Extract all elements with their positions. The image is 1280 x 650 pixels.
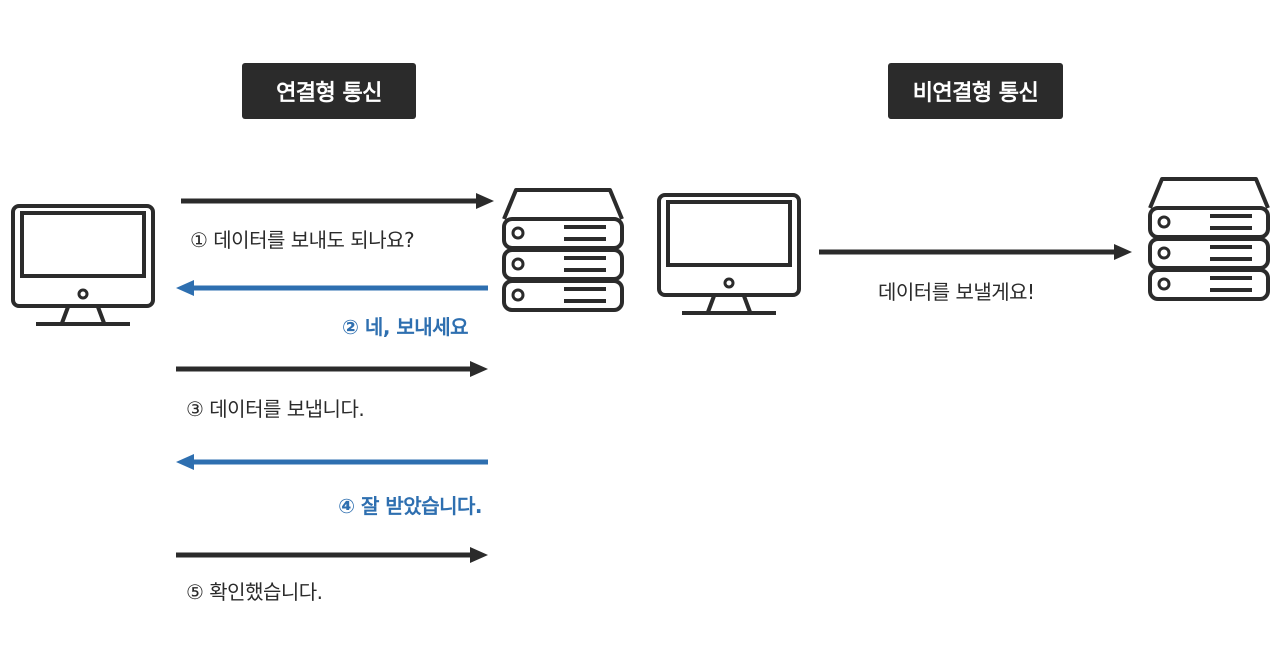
- server-icon: [1148, 177, 1270, 301]
- step-1-label: ① 데이터를 보내도 되나요?: [190, 228, 415, 252]
- connectionless-message-label: 데이터를 보낼게요!: [878, 280, 1035, 304]
- arrow-step-3: [176, 361, 488, 377]
- step-5-label: ⑤ 확인했습니다.: [186, 580, 323, 604]
- step-4-label: ④ 잘 받았습니다.: [338, 494, 482, 518]
- monitor-icon: [11, 204, 155, 326]
- monitor-icon: [657, 193, 801, 315]
- arrow-step-4: [176, 454, 488, 470]
- server-icon: [502, 188, 624, 312]
- connectionless-title: 비연결형 통신: [888, 63, 1063, 119]
- connection-oriented-title: 연결형 통신: [242, 63, 416, 119]
- step-3-label: ③ 데이터를 보냅니다.: [186, 397, 365, 421]
- arrow-step-1: [181, 193, 494, 209]
- arrow-step-5: [176, 547, 488, 563]
- arrow-connectionless: [819, 244, 1132, 260]
- step-2-label: ② 네, 보내세요: [342, 315, 468, 339]
- arrow-step-2: [176, 280, 488, 296]
